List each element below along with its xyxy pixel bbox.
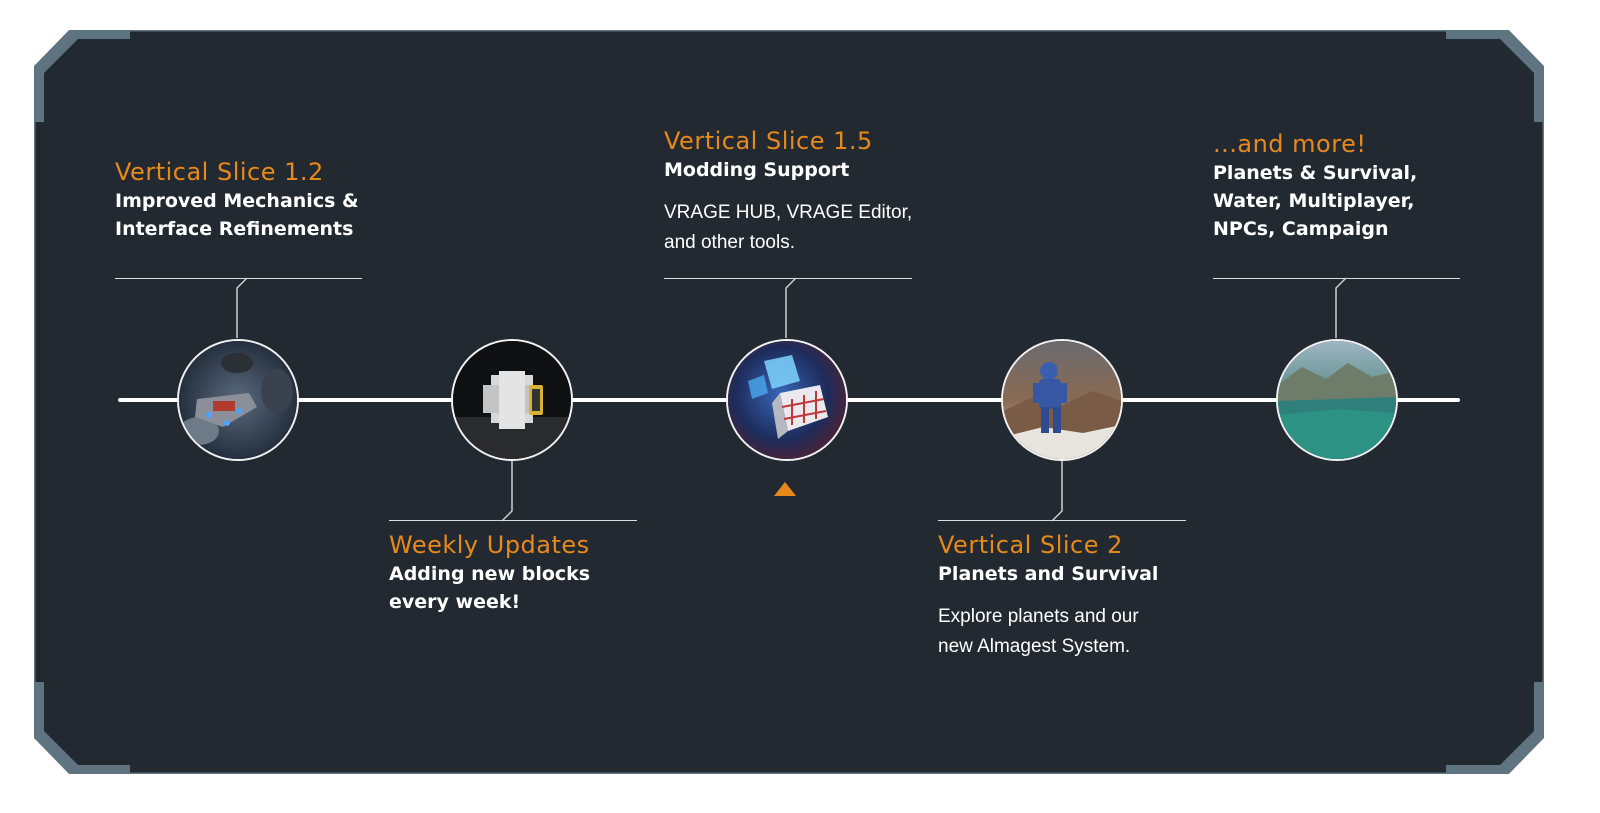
milestone-5-label: ...and more! Planets & Survival, Water, … (1213, 129, 1483, 243)
milestone-1-heading: Vertical Slice 1.2 (115, 158, 324, 186)
milestone-4-description: Explore planets and our new Almagest Sys… (938, 602, 1208, 662)
spaceship-in-asteroid-field-image (179, 341, 297, 459)
milestone-5-subheading-line: NPCs, Campaign (1213, 218, 1389, 240)
milestone-3-description-line: VRAGE HUB, VRAGE Editor, (664, 202, 913, 223)
coastal-planet-image (1278, 341, 1396, 459)
astronaut-on-planet-image (1003, 341, 1121, 459)
milestone-4-description-line: new Almagest System. (938, 636, 1131, 657)
milestone-5-subheading-line: Water, Multiplayer, (1213, 190, 1415, 212)
milestone-1-thumbnail[interactable] (177, 339, 299, 461)
triangle-up-icon[interactable] (774, 482, 796, 496)
glowing-cube-image (728, 341, 846, 459)
milestone-4-heading: Vertical Slice 2 (938, 531, 1123, 559)
milestone-3-rule (664, 278, 912, 279)
milestone-3-heading: Vertical Slice 1.5 (664, 127, 873, 155)
milestone-3-connector (773, 277, 803, 340)
milestone-2-rule (389, 520, 637, 521)
milestone-5-thumbnail[interactable] (1276, 339, 1398, 461)
milestone-2-subheading-line: every week! (389, 591, 521, 613)
milestone-1-subheading-line: Improved Mechanics & (115, 190, 359, 212)
milestone-4-rule (938, 520, 1186, 521)
milestone-5-subheading-line: Planets & Survival, (1213, 162, 1418, 184)
milestone-2-thumbnail[interactable] (451, 339, 573, 461)
milestone-3-description-line: and other tools. (664, 232, 795, 253)
milestone-4-thumbnail[interactable] (1001, 339, 1123, 461)
milestone-3-description: VRAGE HUB, VRAGE Editor, and other tools… (664, 198, 934, 258)
milestone-4-label: Vertical Slice 2 Planets and Survival Ex… (938, 530, 1208, 662)
milestone-4-subheading-line: Planets and Survival (938, 563, 1159, 585)
milestone-5-rule (1213, 278, 1460, 279)
roadmap-panel: Vertical Slice 1.2 Improved Mechanics & … (34, 30, 1544, 774)
milestone-5-heading: ...and more! (1213, 130, 1367, 158)
corner-accent (34, 30, 1544, 774)
milestone-4-connector (1048, 461, 1078, 523)
milestone-1-rule (115, 278, 362, 279)
armor-block-image (453, 341, 571, 459)
milestone-1-connector (224, 277, 254, 340)
milestone-1-subheading-line: Interface Refinements (115, 218, 354, 240)
milestone-3-subheading-line: Modding Support (664, 159, 850, 181)
milestone-5-connector (1323, 277, 1353, 340)
milestone-2-subheading-line: Adding new blocks (389, 563, 591, 585)
milestone-2-heading: Weekly Updates (389, 531, 590, 559)
milestone-2-label: Weekly Updates Adding new blocks every w… (389, 530, 649, 616)
milestone-3-thumbnail[interactable] (726, 339, 848, 461)
milestone-2-connector (498, 461, 528, 523)
milestone-1-label: Vertical Slice 1.2 Improved Mechanics & … (115, 157, 375, 243)
milestone-4-description-line: Explore planets and our (938, 606, 1139, 627)
milestone-3-label: Vertical Slice 1.5 Modding Support VRAGE… (664, 126, 934, 258)
